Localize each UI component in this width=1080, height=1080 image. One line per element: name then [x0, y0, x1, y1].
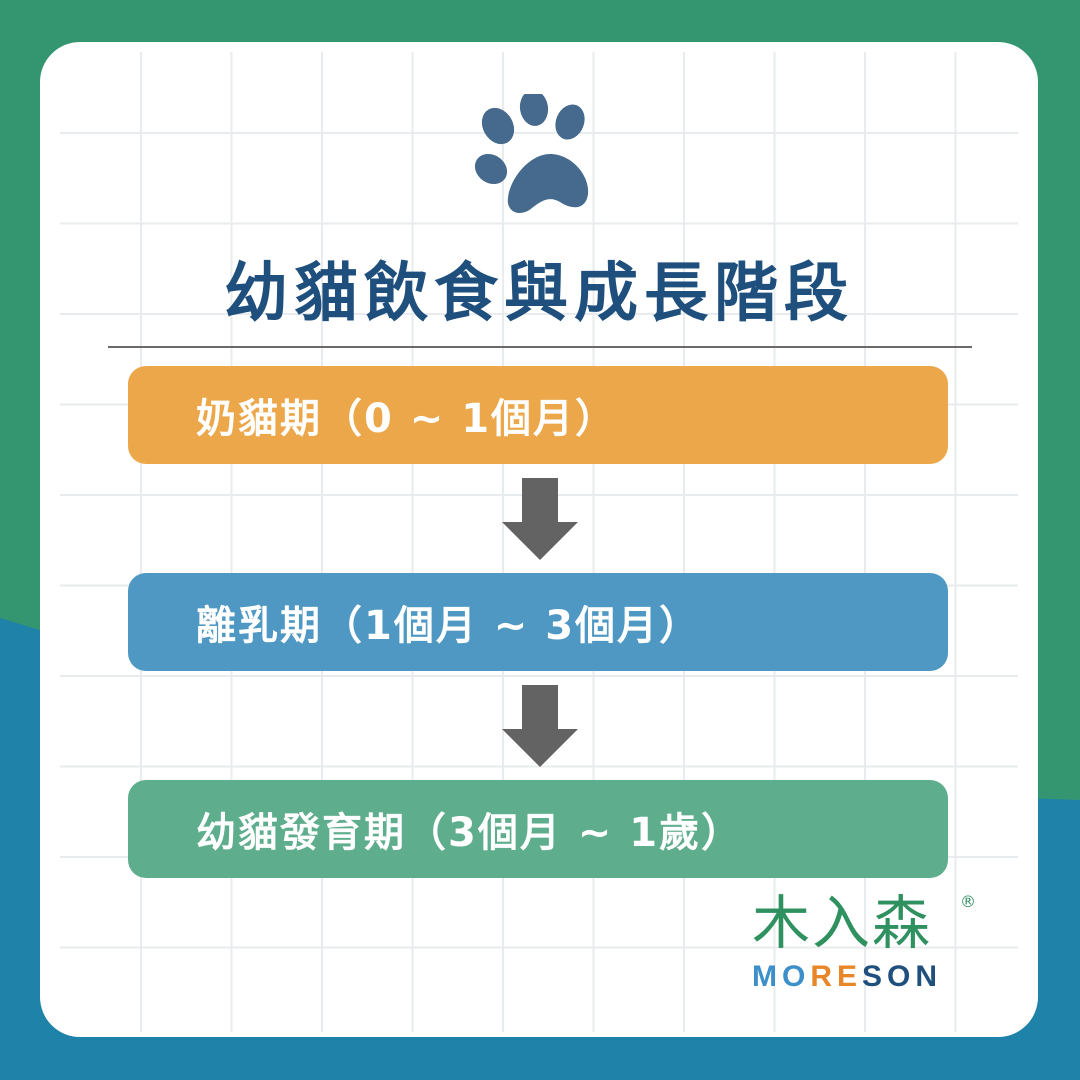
logo-part-mo: MO	[752, 960, 811, 993]
paw-print-icon	[474, 94, 589, 213]
stage-weaning: 離乳期（1個月 ~ 3個月）	[128, 573, 948, 671]
stage-kitten: 奶貓期（0 ~ 1個月）	[128, 366, 948, 464]
brand-logo: 木入森 ® MORESON	[752, 888, 982, 994]
title-divider	[108, 346, 972, 348]
logo-part-re: RE	[810, 960, 863, 993]
registered-mark: ®	[960, 892, 976, 911]
stage-growth: 幼貓發育期（3個月 ~ 1歲）	[128, 780, 948, 878]
logo-chinese-text: 木入森	[752, 889, 933, 957]
arrow-down-icon	[502, 685, 578, 767]
page-title: 幼貓飲食與成長階段	[224, 257, 854, 331]
arrow-down-icon	[502, 478, 578, 560]
logo-english-text: MORESON	[752, 960, 982, 994]
content-card: 幼貓飲食與成長階段 奶貓期（0 ~ 1個月） 離乳期（1個月 ~ 3個月） 幼貓…	[40, 42, 1038, 1037]
logo-part-son: SON	[862, 960, 943, 993]
